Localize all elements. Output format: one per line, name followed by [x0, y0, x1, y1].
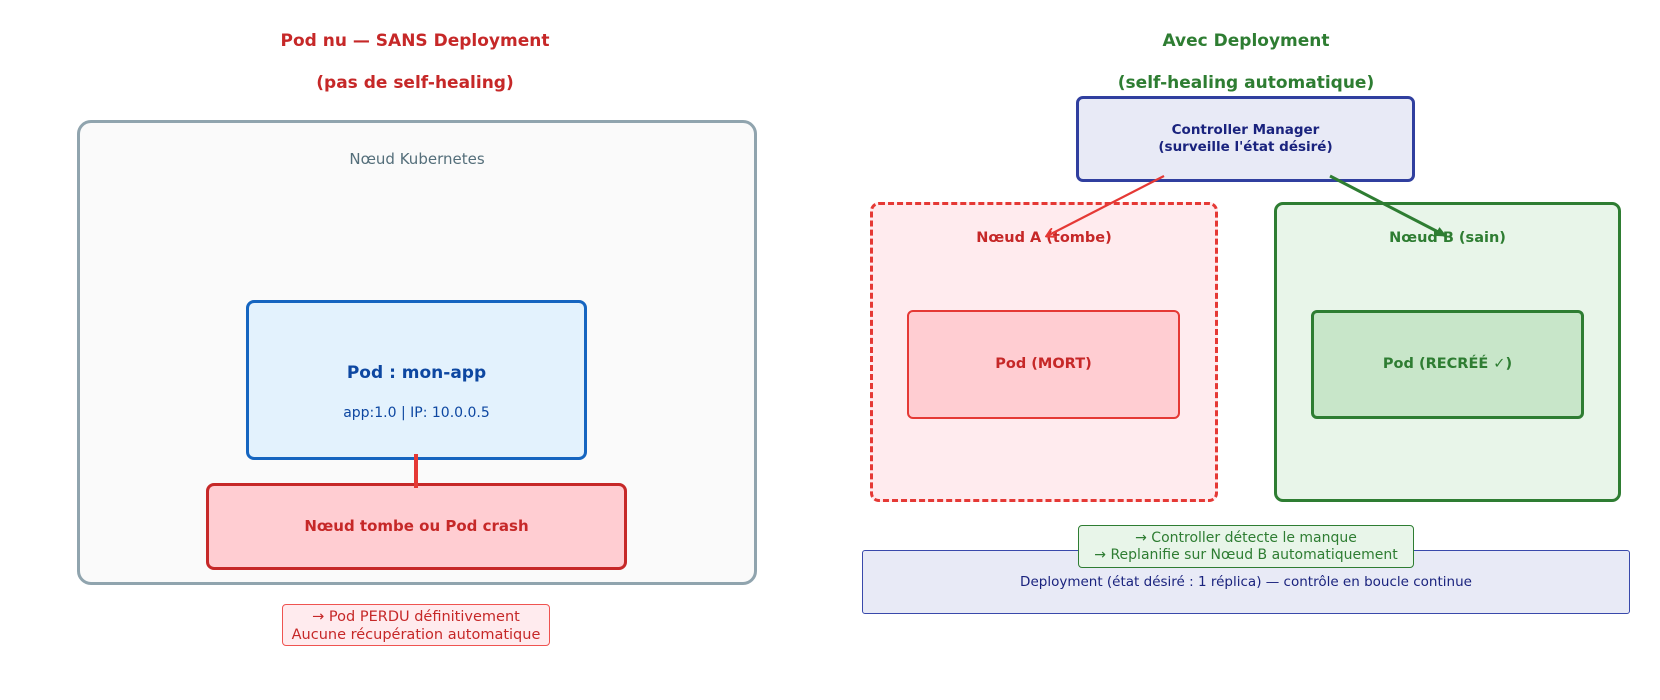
- node-failure-box: [206, 483, 627, 570]
- controller-manager-line2: (surveille l'état désiré): [1158, 139, 1333, 155]
- pod-mon-app-title: Pod : mon-app: [346, 363, 487, 383]
- pod-recreated-box: [1311, 310, 1584, 419]
- left-title-line2: (pas de self-healing): [316, 73, 514, 93]
- node-failure-label: Nœud tombe ou Pod crash: [304, 517, 529, 535]
- pod-dead-label: Pod (MORT): [995, 356, 1092, 372]
- left-title-line1: Pod nu — SANS Deployment: [280, 31, 550, 51]
- deployment-label: Deployment (état désiré : 1 réplica) — c…: [1020, 574, 1472, 590]
- node-a-label: Nœud A (tombe): [976, 230, 1112, 246]
- node-b-label: Nœud B (sain): [1389, 230, 1506, 246]
- controller-reschedule-note: → Controller détecte le manque → Replani…: [1078, 525, 1414, 568]
- controller-reschedule-line1: → Controller détecte le manque: [1135, 530, 1357, 546]
- right-title: Avec Deployment (self-healing automatiqu…: [1046, 10, 1446, 115]
- left-title: Pod nu — SANS Deployment (pas de self-he…: [215, 10, 615, 115]
- pod-mon-app-box: [246, 300, 587, 460]
- controller-reschedule-line2: → Replanifie sur Nœud B automatiquement: [1094, 547, 1398, 563]
- right-title-line1: Avec Deployment: [1162, 31, 1330, 51]
- controller-manager-box: [1076, 96, 1415, 182]
- controller-manager-line1: Controller Manager: [1171, 122, 1320, 138]
- pod-lost-note: → Pod PERDU définitivement Aucune récupé…: [282, 604, 550, 646]
- kubernetes-node-label: Nœud Kubernetes: [349, 150, 485, 168]
- controller-manager-label: Controller Manager (surveille l'état dés…: [1076, 120, 1415, 158]
- right-title-line2: (self-healing automatique): [1117, 73, 1375, 93]
- pod-lost-note-line1: → Pod PERDU définitivement: [312, 609, 520, 625]
- pod-mon-app-detail: app:1.0 | IP: 10.0.0.5: [343, 405, 490, 421]
- pod-recreated-label: Pod (RECRÉÉ ✓): [1382, 356, 1513, 372]
- pod-lost-note-line2: Aucune récupération automatique: [291, 627, 541, 643]
- pod-dead-box: [907, 310, 1180, 419]
